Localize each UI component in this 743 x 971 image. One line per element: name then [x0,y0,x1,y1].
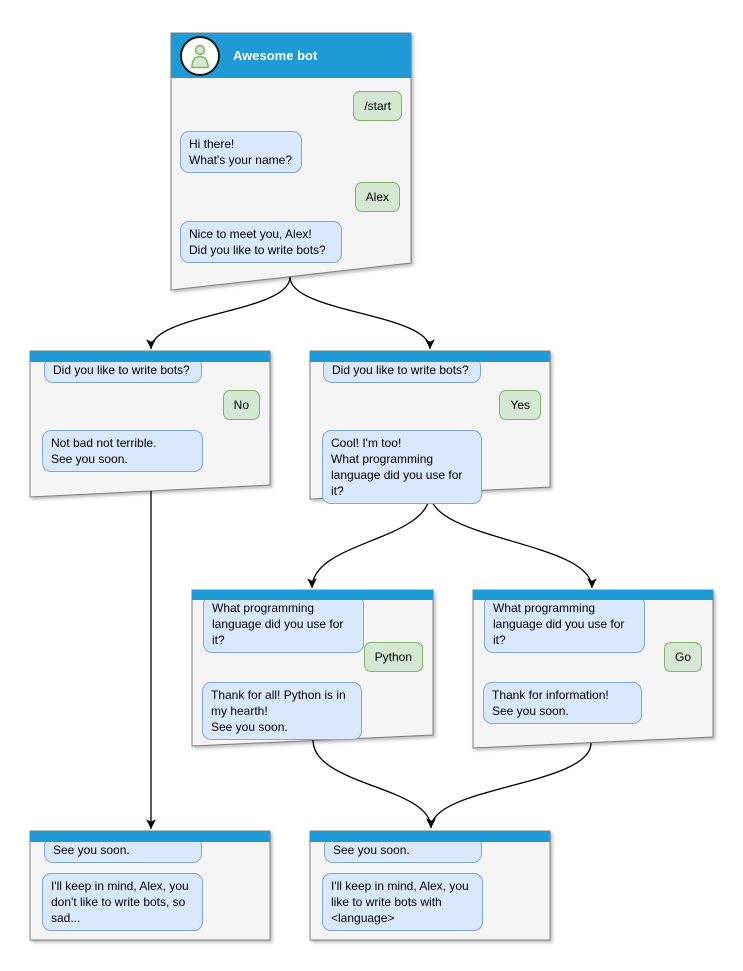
user-reply-button[interactable]: /start [353,91,402,121]
main-window-header: Awesome bot [171,33,411,78]
branch-yes-header [310,351,550,362]
edge-main-to-branch-yes [289,276,435,350]
bot-message: What programming language did you use fo… [484,595,645,653]
bot-message: Hi there! What's your name? [180,131,302,173]
avatar [180,35,220,76]
lang-go-header [473,590,713,600]
end-lang-header [310,831,550,842]
bot-title: Awesome bot [233,48,318,63]
branch-no-header [30,351,270,362]
edge-python-to-end-lang [312,739,436,829]
bot-message: Cool! I'm too! What programming language… [322,430,482,504]
lang-python-header [192,590,433,600]
bot-message: Thank for all! Python is in my hearth! S… [202,682,362,740]
edge-go-to-end-lang [426,742,592,829]
bot-message: I'll keep in mind, Alex, you don't like … [42,873,203,931]
user-reply-button[interactable]: Yes [499,390,541,420]
edge-main-to-branch-no [146,276,291,350]
edge-branch-yes-to-python [307,492,431,589]
bot-message: I'll keep in mind, Alex, you like to wri… [322,873,483,931]
bot-message: Nice to meet you, Alex! Did you like to … [180,221,342,263]
end-no-header [30,831,270,842]
edge-branch-yes-to-go [429,492,597,589]
bot-message: Not bad not terrible. See you soon. [42,430,203,472]
bot-message: Thank for information! See you soon. [483,682,642,724]
person-icon [191,44,209,68]
bot-message: What programming language did you use fo… [203,595,364,653]
user-reply-button[interactable]: No [222,390,260,420]
user-reply-button[interactable]: Go [663,642,702,672]
user-reply-button[interactable]: Python [363,642,423,672]
user-reply-button[interactable]: Alex [354,182,400,212]
